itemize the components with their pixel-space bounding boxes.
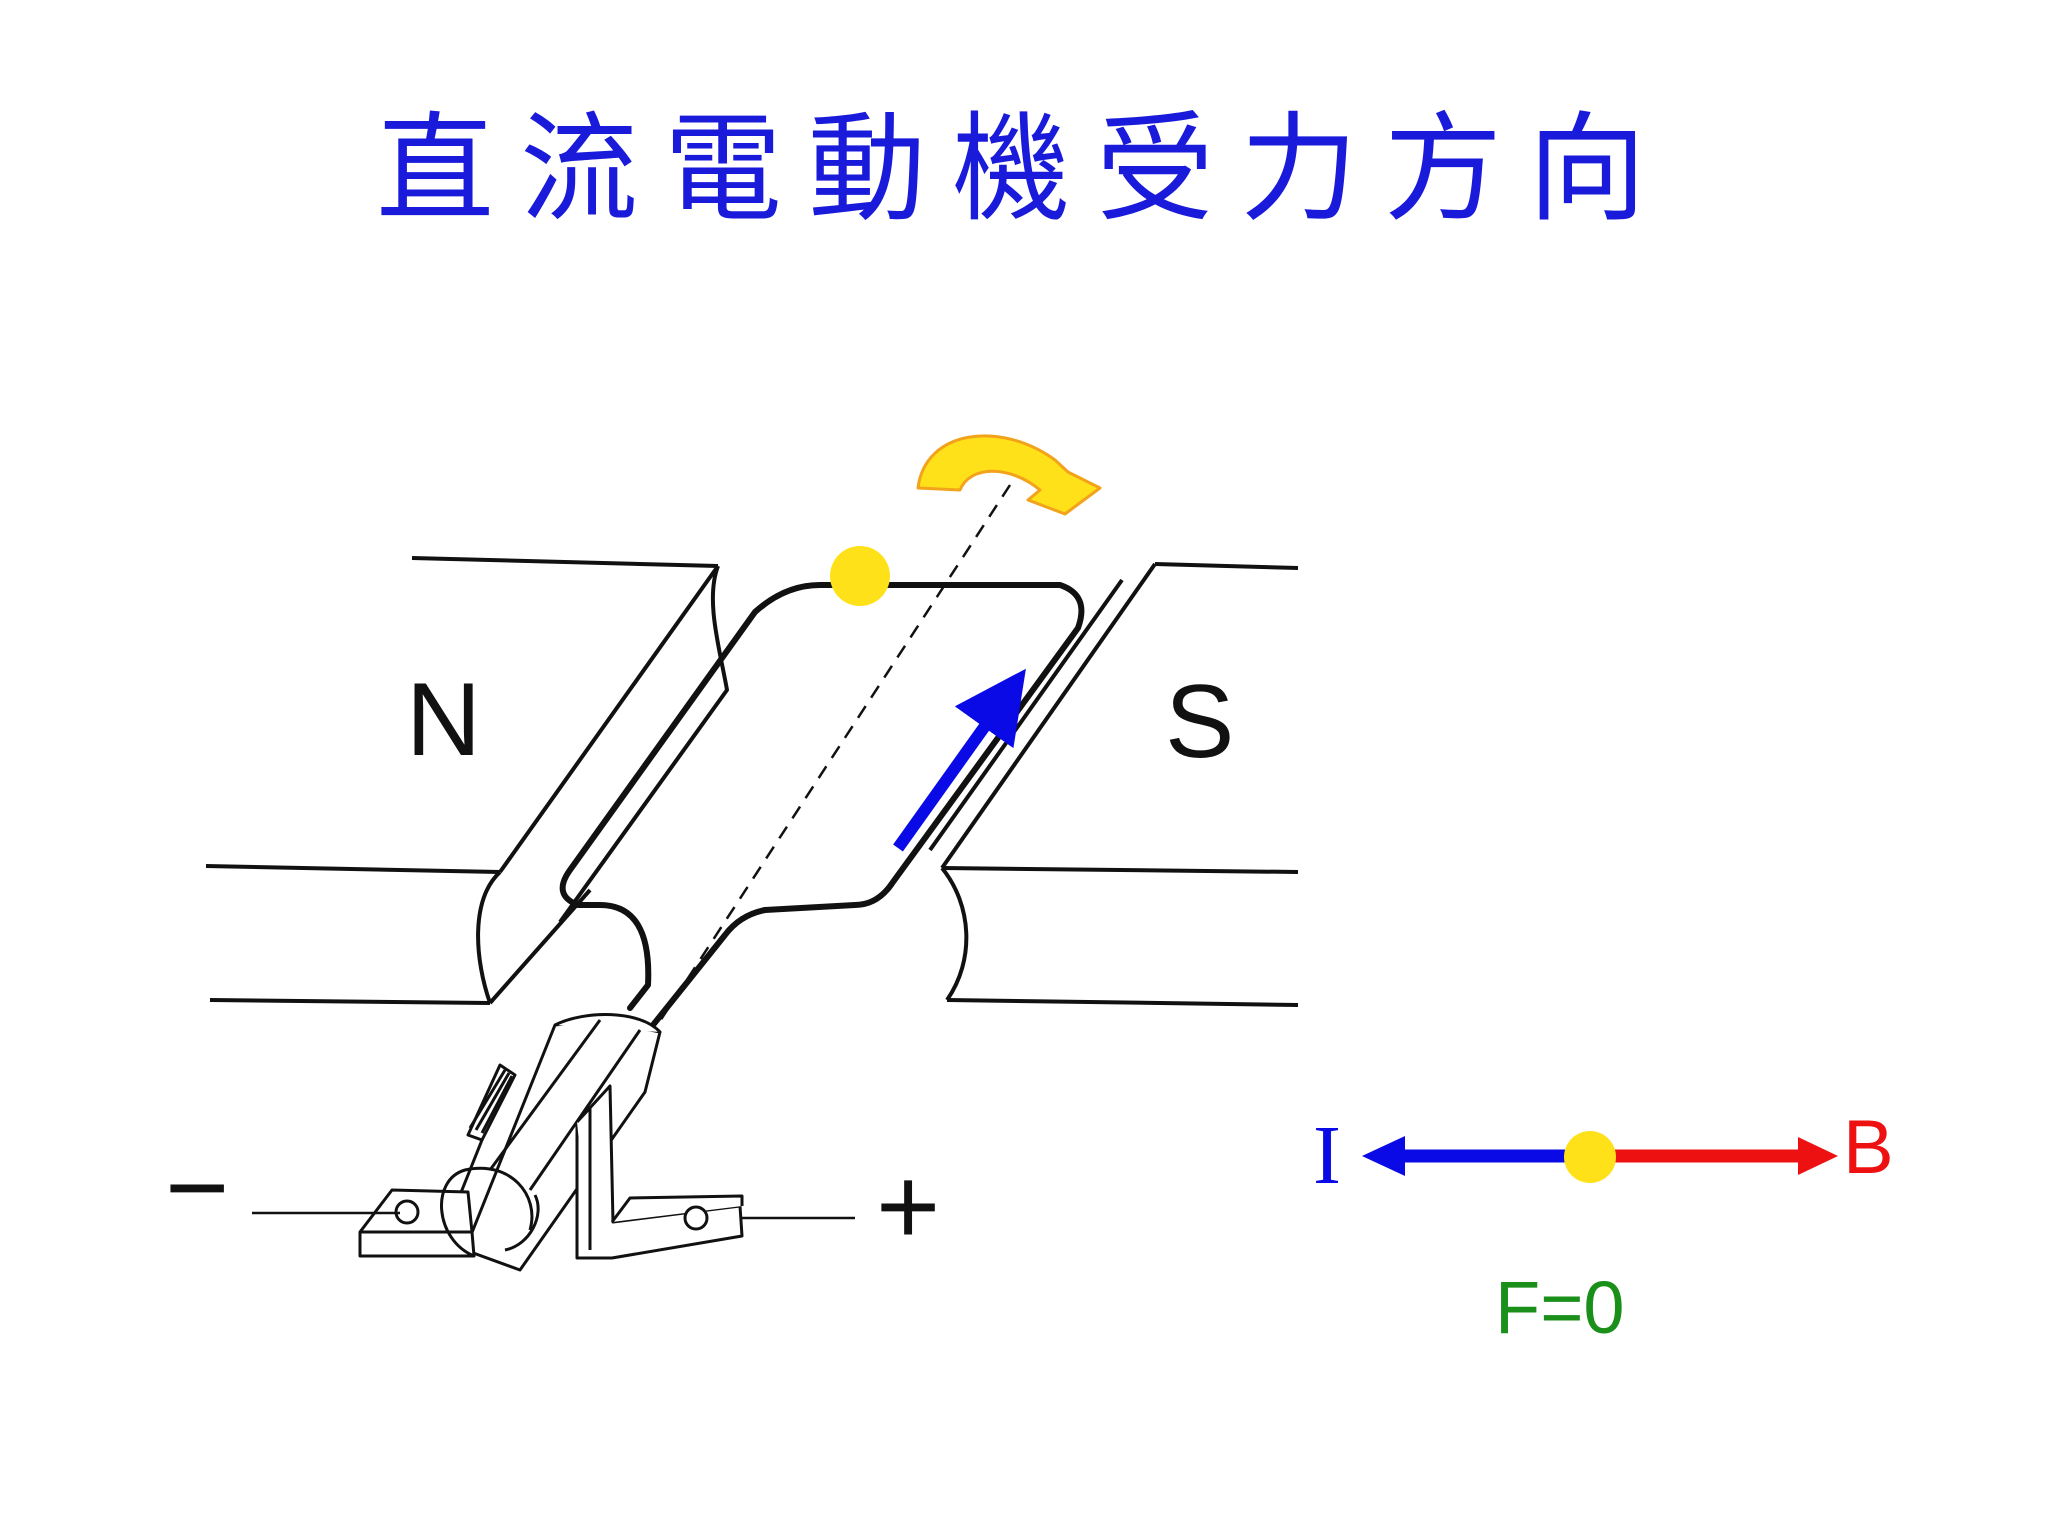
conductor-dot	[830, 546, 890, 606]
commutator	[463, 1013, 662, 1272]
positive-terminal-label: +	[876, 1145, 940, 1268]
south-pole-magnet	[928, 562, 1299, 1007]
south-pole-label: S	[1165, 664, 1234, 780]
rotation-arrow	[916, 434, 1102, 516]
armature-coil	[559, 582, 1085, 1063]
field-vector-arrowhead	[1798, 1137, 1838, 1175]
current-vector-arrowhead	[1362, 1136, 1405, 1176]
current-label: I	[1313, 1109, 1341, 1202]
force-vector-diagram: I B F=0	[1313, 1105, 1894, 1349]
north-pole-magnet	[205, 556, 729, 1005]
conductor-vector-dot	[1564, 1131, 1616, 1183]
lead-wires	[252, 1211, 855, 1220]
force-label: F=0	[1495, 1266, 1625, 1349]
current-direction-arrow	[893, 668, 1026, 852]
page-title: 直流電動機受力方向	[375, 100, 1672, 238]
negative-terminal-label: −	[165, 1126, 229, 1249]
north-pole-label: N	[406, 662, 481, 778]
field-label: B	[1843, 1105, 1894, 1190]
